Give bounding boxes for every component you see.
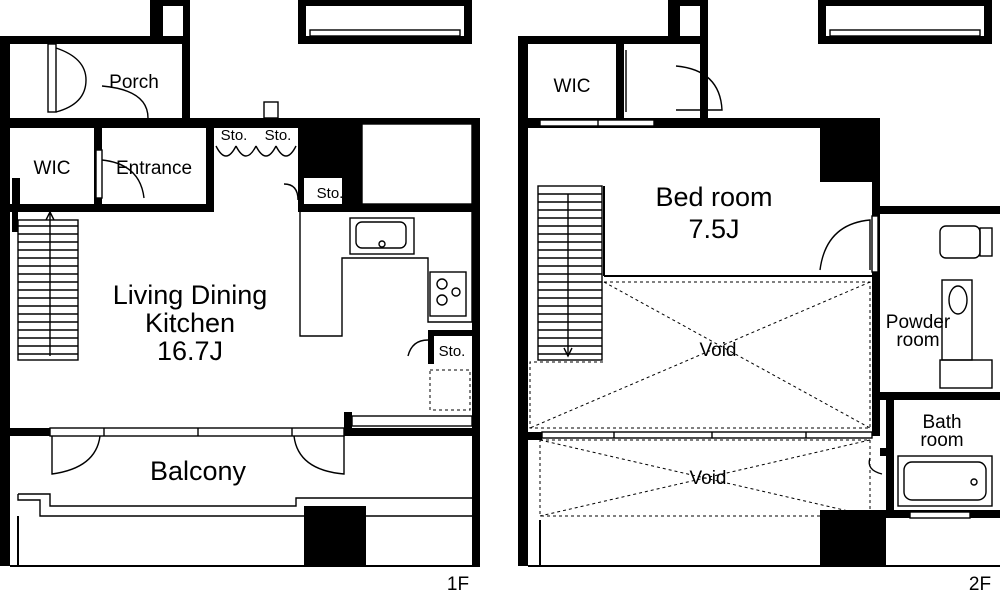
room-label-ldk: Living Dining [113, 280, 268, 310]
room-size-ldk: 16.7J [157, 336, 223, 366]
room-label-balcony: Balcony [150, 456, 247, 486]
room-size-bedroom: 7.5J [688, 214, 739, 244]
room-label-ldk: Kitchen [145, 308, 235, 338]
room-label-wic-1f: WIC [34, 158, 71, 179]
room-label-storage: Sto. [221, 127, 248, 144]
stairs-2f [537, 185, 603, 361]
room-label-porch: Porch [109, 72, 159, 93]
room-label-storage: Sto. [439, 343, 466, 360]
room-label-bath-room: room [920, 430, 963, 451]
room-label-wic-2f: WIC [554, 76, 591, 97]
room-label-void: Void [700, 340, 737, 361]
floor-2-plan [518, 0, 1000, 567]
room-label-bedroom: Bed room [655, 182, 772, 212]
bathtub [897, 455, 993, 507]
room-label-void: Void [690, 468, 727, 489]
floor-label-2f: 2F [969, 574, 991, 595]
room-label-storage: Sto. [265, 127, 292, 144]
stairs-1f [17, 210, 79, 361]
labels: Porch WIC Entrance Sto. Sto. Sto. Sto. L… [34, 72, 992, 595]
room-label-powder-room: Powder [886, 312, 951, 333]
room-label-bath-room: Bath [922, 412, 961, 433]
room-label-storage: Sto. [317, 185, 344, 202]
room-label-powder-room: room [896, 330, 939, 351]
powder-room-fixtures [939, 225, 993, 389]
room-label-entrance: Entrance [116, 158, 192, 179]
kitchen-counter [299, 212, 473, 411]
structural-column [304, 506, 366, 566]
floor-1-plan [0, 0, 480, 567]
floor-label-1f: 1F [447, 574, 469, 595]
